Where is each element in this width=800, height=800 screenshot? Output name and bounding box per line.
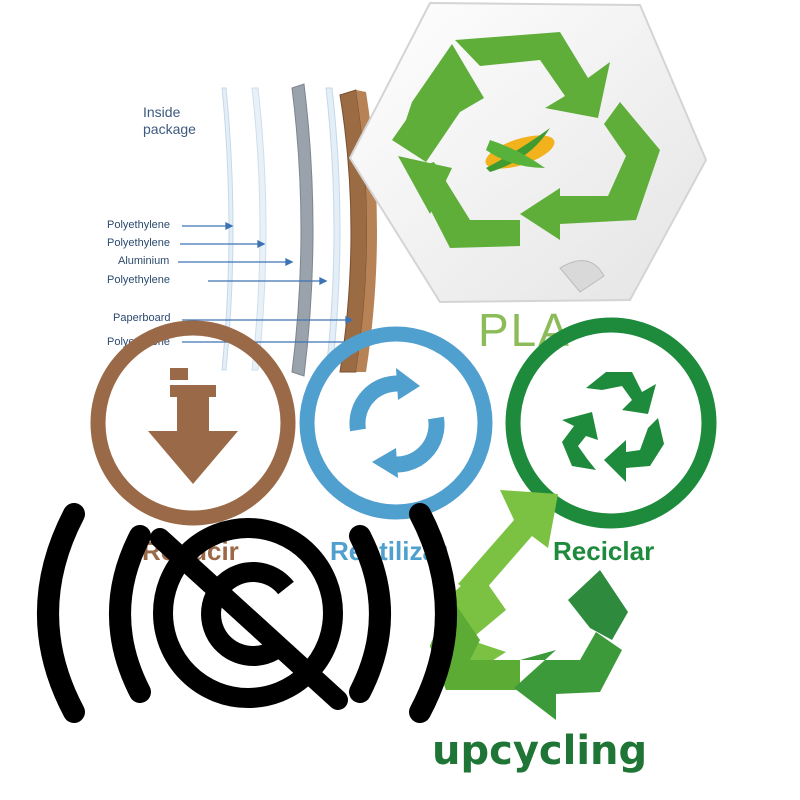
layer-label-polyethylene-1: Polyethylene: [107, 219, 170, 231]
reduce-icon: [90, 320, 296, 526]
corn-icon: [485, 128, 555, 172]
layer-film-1: [221, 87, 234, 371]
recycle-icon: [505, 317, 717, 529]
layer-aluminium: [291, 83, 314, 377]
layer-film-2: [251, 87, 267, 371]
reuse-icon: [299, 326, 493, 520]
upcycling-label: upcycling: [432, 728, 648, 774]
inside-package-label: Inside package: [143, 104, 196, 137]
layer-label-paperboard: Paperboard: [113, 312, 171, 324]
layer-label-polyethylene-3: Polyethylene: [107, 274, 170, 286]
recycle-label: Reciclar: [553, 536, 655, 566]
layer-label-aluminium: Aluminium: [118, 255, 170, 267]
layer-label-polyethylene-2: Polyethylene: [107, 237, 170, 249]
